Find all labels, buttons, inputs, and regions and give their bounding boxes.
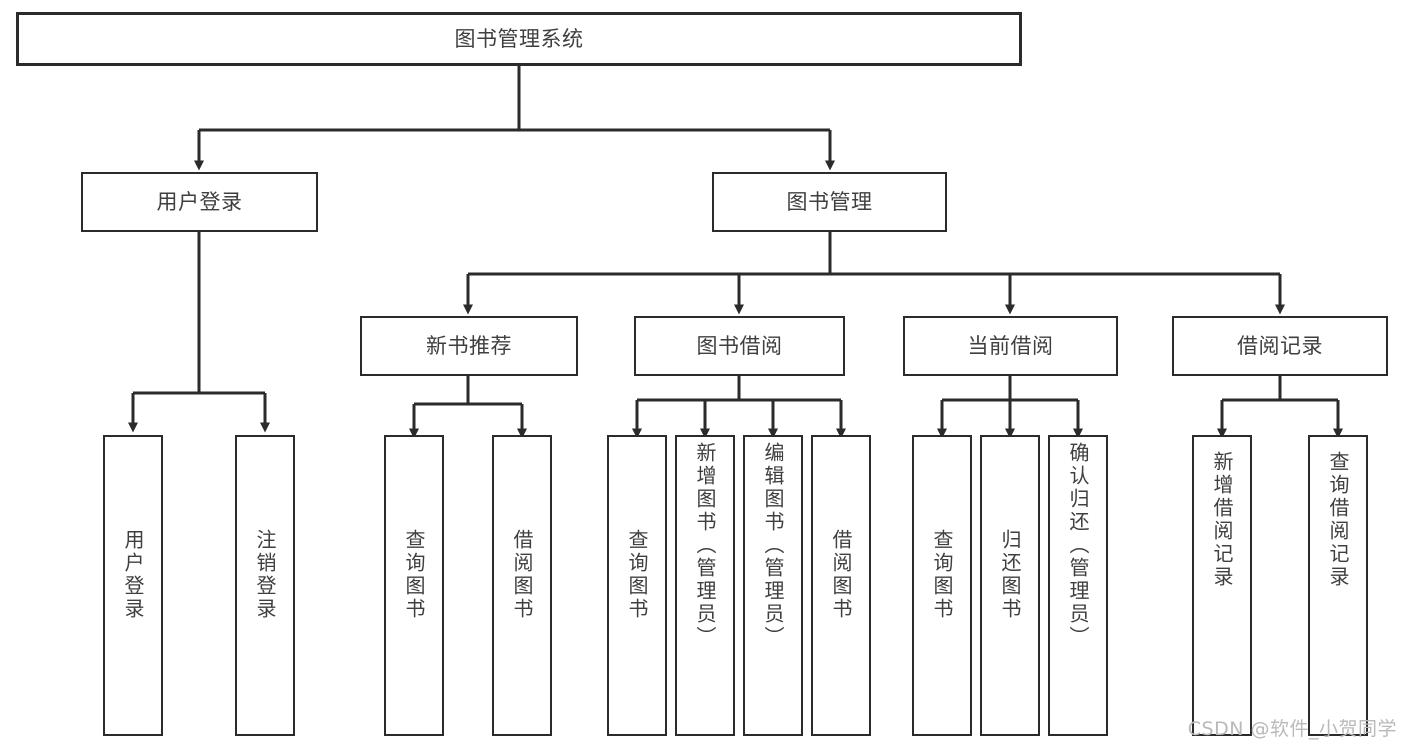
leaf-user-login[interactable]: 用户登录 xyxy=(103,435,163,736)
node-label: 借阅图书 xyxy=(829,529,853,621)
node-label: 用户登录 xyxy=(156,189,243,214)
node-new-book-recommend[interactable]: 新书推荐 xyxy=(360,316,578,376)
node-label: 查询图书 xyxy=(930,529,954,621)
node-label: 图书管理 xyxy=(786,189,873,214)
leaf-user-logout[interactable]: 注销登录 xyxy=(235,435,295,736)
node-label: 编辑图书（管理员） xyxy=(761,442,785,649)
leaf-confirm-return-admin[interactable]: 确认归还（管理员） xyxy=(1048,435,1108,736)
leaf-query-book-recommend[interactable]: 查询图书 xyxy=(384,435,444,736)
node-label: 新书推荐 xyxy=(426,333,512,358)
leaf-borrow-book[interactable]: 借阅图书 xyxy=(811,435,871,736)
node-current-borrow[interactable]: 当前借阅 xyxy=(903,316,1118,376)
node-label: 查询图书 xyxy=(402,529,426,621)
node-label: 查询借阅记录 xyxy=(1326,451,1350,589)
leaf-borrow-book-recommend[interactable]: 借阅图书 xyxy=(492,435,552,736)
node-label: 新增图书（管理员） xyxy=(693,442,717,649)
node-label: 查询图书 xyxy=(625,529,649,621)
node-label: 用户登录 xyxy=(121,529,145,621)
node-borrow-record[interactable]: 借阅记录 xyxy=(1172,316,1388,376)
watermark: CSDN @软件_小贺同学 xyxy=(1187,718,1397,740)
node-label: 图书借阅 xyxy=(696,333,783,358)
node-label: 归还图书 xyxy=(998,529,1022,621)
leaf-query-borrow-record[interactable]: 查询借阅记录 xyxy=(1308,435,1368,736)
node-user-login[interactable]: 用户登录 xyxy=(81,172,318,232)
leaf-query-book-current[interactable]: 查询图书 xyxy=(912,435,972,736)
leaf-return-book[interactable]: 归还图书 xyxy=(980,435,1040,736)
leaf-query-book-borrow[interactable]: 查询图书 xyxy=(607,435,667,736)
node-label: 借阅记录 xyxy=(1237,333,1323,358)
node-label: 注销登录 xyxy=(253,529,277,621)
node-label: 当前借阅 xyxy=(967,333,1054,358)
node-label: 图书管理系统 xyxy=(454,26,584,51)
node-root-system[interactable]: 图书管理系统 xyxy=(16,12,1022,66)
node-label: 确认归还（管理员） xyxy=(1066,442,1090,649)
node-label: 新增借阅记录 xyxy=(1210,451,1234,589)
leaf-add-borrow-record[interactable]: 新增借阅记录 xyxy=(1192,435,1252,736)
node-book-borrow[interactable]: 图书借阅 xyxy=(634,316,845,376)
leaf-add-book-admin[interactable]: 新增图书（管理员） xyxy=(675,435,735,736)
node-book-management[interactable]: 图书管理 xyxy=(712,172,947,232)
leaf-edit-book-admin[interactable]: 编辑图书（管理员） xyxy=(743,435,803,736)
node-label: 借阅图书 xyxy=(510,529,534,621)
